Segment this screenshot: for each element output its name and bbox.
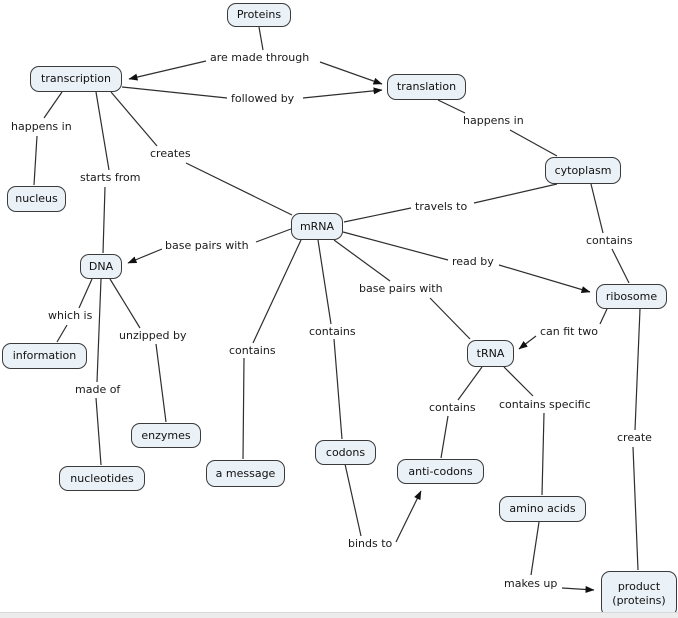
node-translation[interactable]: translation <box>387 74 466 100</box>
edge-label-create[interactable]: create <box>615 431 654 444</box>
edge-label-made-of[interactable]: made of <box>73 383 123 396</box>
edge-label-contains-ribosome[interactable]: contains <box>584 234 635 247</box>
edge-label-happens-in-cytoplasm[interactable]: happens in <box>461 114 526 127</box>
edge-label-travels-to[interactable]: travels to <box>413 200 470 213</box>
edge-line <box>302 87 383 99</box>
node-amino-acids[interactable]: amino acids <box>499 496 586 522</box>
edge-line <box>599 308 608 325</box>
edge-line <box>611 248 630 284</box>
edge-line <box>319 61 383 85</box>
edge-line <box>440 415 449 459</box>
edge-line <box>457 366 483 401</box>
edge-label-are-made-through[interactable]: are made through <box>208 51 312 64</box>
edge-label-contains-specific[interactable]: contains specific <box>497 398 593 411</box>
edge-line <box>530 521 540 576</box>
edge-label-contains-a-message[interactable]: contains <box>227 344 278 357</box>
edge-line <box>429 297 471 340</box>
edge-line <box>395 490 422 543</box>
edge-line <box>437 99 466 114</box>
node-nucleotides[interactable]: nucleotides <box>59 466 145 491</box>
edge-line <box>43 91 63 119</box>
edge-line <box>590 183 604 234</box>
node-anti-codons[interactable]: anti-codons <box>397 459 484 484</box>
node-transcription[interactable]: transcription <box>30 66 122 92</box>
node-product-proteins[interactable]: product (proteins) <box>601 571 677 617</box>
edge-line <box>121 86 228 99</box>
edge-label-base-pairs-with-trna[interactable]: base pairs with <box>357 282 445 295</box>
edge-line <box>155 343 167 423</box>
edge-line <box>333 338 343 440</box>
edge-line <box>518 335 537 350</box>
edge-line <box>498 264 591 293</box>
edge-label-unzipped-by[interactable]: unzipped by <box>117 329 189 342</box>
edge-line <box>185 162 293 216</box>
edge-line <box>343 207 412 223</box>
node-enzymes[interactable]: enzymes <box>131 423 201 448</box>
edge-label-binds-to[interactable]: binds to <box>346 537 395 550</box>
node-nucleus[interactable]: nucleus <box>7 186 66 212</box>
edge-label-creates[interactable]: creates <box>148 147 193 160</box>
edge-label-happens-in-nucleus[interactable]: happens in <box>9 120 74 133</box>
edge-line <box>634 308 641 431</box>
edge-line <box>255 228 292 243</box>
edge-line <box>102 186 106 254</box>
edge-line <box>96 278 102 383</box>
edge-line <box>632 446 639 571</box>
edge-label-can-fit-two[interactable]: can fit two <box>538 325 601 338</box>
edge-label-read-by[interactable]: read by <box>450 255 496 268</box>
edge-line <box>509 129 558 157</box>
node-information[interactable]: information <box>2 343 87 369</box>
edge-line <box>242 357 245 460</box>
node-trna[interactable]: tRNA <box>467 340 514 367</box>
edge-line <box>541 412 545 496</box>
edge-line <box>503 366 534 397</box>
edge-line <box>127 248 163 264</box>
edge-line <box>78 278 93 309</box>
node-codons[interactable]: codons <box>315 440 376 465</box>
node-cytoplasm[interactable]: cytoplasm <box>545 157 621 184</box>
edge-line <box>473 183 558 204</box>
edge-line <box>95 397 102 466</box>
edge-line <box>95 91 110 171</box>
edge-label-contains-codons[interactable]: contains <box>307 325 358 338</box>
edge-label-which-is[interactable]: which is <box>46 309 95 322</box>
edge-line <box>342 231 449 261</box>
node-dna[interactable]: DNA <box>80 254 122 279</box>
node-ribosome[interactable]: ribosome <box>596 284 667 309</box>
edge-line <box>258 26 264 51</box>
edge-line <box>56 324 68 343</box>
edge-line <box>110 91 158 147</box>
node-proteins[interactable]: Proteins <box>227 3 291 27</box>
edge-label-contains-anti-codons[interactable]: contains <box>427 401 478 414</box>
edge-line <box>317 239 332 325</box>
edge-label-followed-by[interactable]: followed by <box>229 92 297 105</box>
node-a-message[interactable]: a message <box>206 460 285 487</box>
edge-line <box>128 60 207 81</box>
edge-label-makes-up[interactable]: makes up <box>502 577 560 590</box>
edge-line <box>344 463 362 537</box>
edge-line <box>561 585 595 593</box>
node-mrna[interactable]: mRNA <box>291 213 343 240</box>
edge-label-starts-from[interactable]: starts from <box>78 171 143 184</box>
edge-line <box>252 239 302 344</box>
edge-line <box>109 278 141 329</box>
edge-line <box>333 239 391 282</box>
edge-label-base-pairs-with-dna[interactable]: base pairs with <box>163 239 251 252</box>
edge-line <box>33 135 38 186</box>
window-bottom-edge <box>0 612 678 618</box>
